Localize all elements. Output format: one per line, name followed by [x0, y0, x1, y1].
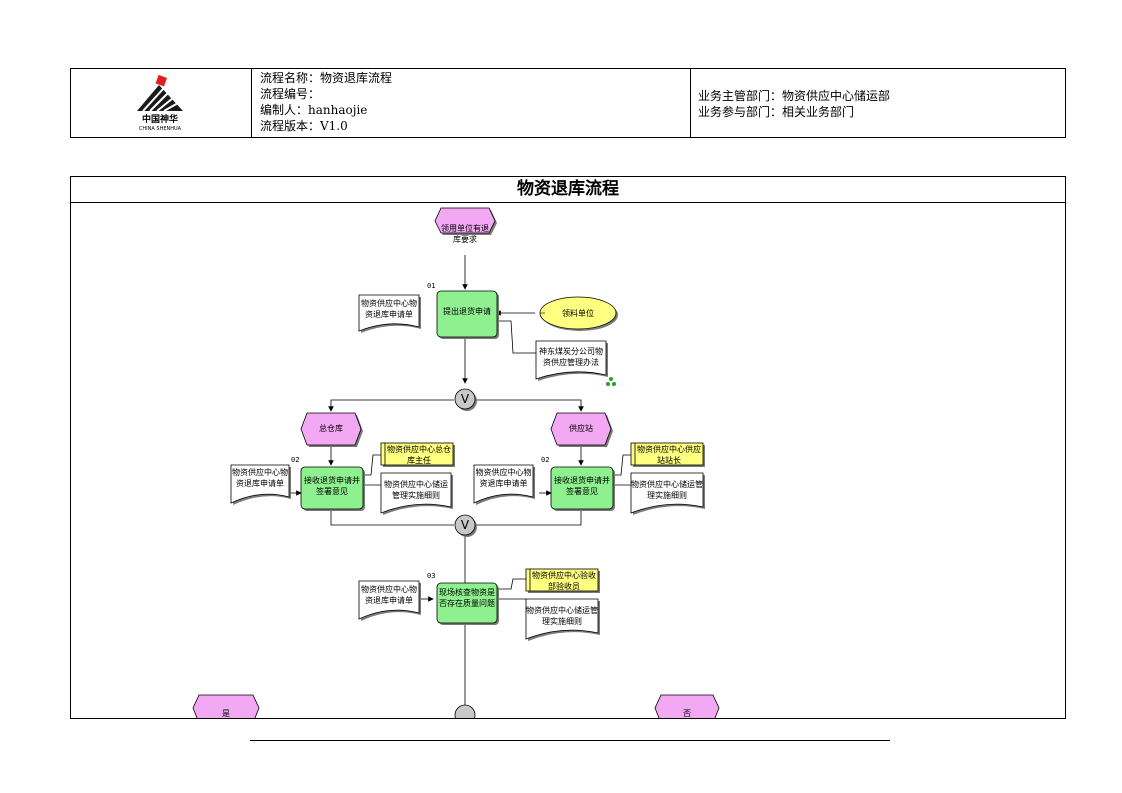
step02-right-role-shape: [630, 442, 704, 466]
header-table: 中国神华 CHINA SHENHUA 流程名称：物资退库流程 流程编号： 编制人…: [70, 68, 1066, 138]
step03-role-label: 物资供应中心验收部验收员: [532, 571, 596, 591]
step02-right-shape: [550, 466, 614, 510]
step01-label: 提出退货申请: [443, 307, 491, 316]
step03-label: 现场核查物资是否存在质量问题: [439, 588, 495, 608]
outcome-right-shape: [654, 694, 720, 718]
step03-rule-label: 物资供应中心储运管理实施细则: [526, 606, 598, 626]
process-version: 流程版本：V1.0: [260, 119, 348, 133]
connector-or-2: [454, 514, 476, 536]
outcome-left-shape: [192, 694, 260, 718]
branch-right-label: 供应站: [569, 424, 593, 433]
step01-doc-shape: [358, 294, 420, 332]
connector-or-3: [454, 704, 476, 718]
link-icon: [606, 377, 616, 386]
step01-shape: [436, 290, 498, 338]
step02-right-doc-label: 物资供应中心物资退库申请单: [475, 468, 532, 488]
step01-number: 01: [427, 282, 436, 290]
step02-left-role-label: 物资供应中心总仓库主任: [387, 445, 451, 465]
process-author: 编制人：hanhaojie: [260, 103, 368, 117]
process-code: 流程编号：: [260, 87, 321, 101]
step02-left-shape: [300, 466, 364, 510]
step02-right-role-label: 物资供应中心供应站站长: [637, 445, 701, 465]
step02-left-rule-shape: [380, 472, 452, 514]
shenhua-logo: 中国神华 CHINA SHENHUA: [137, 74, 183, 132]
step02-right-rule-label: 物资供应中心储运管理实施细则: [631, 480, 703, 500]
connector-or-1-symbol: V: [461, 392, 470, 406]
flowchart-frame: 物资退库流程: [70, 176, 1066, 719]
diagram-title: 物资退库流程: [71, 177, 1065, 203]
start-event-label: 领用单位有退库要求: [441, 224, 489, 244]
step02-left-label: 接收退货申请并签署意见: [304, 476, 360, 496]
step03-shape: [436, 582, 498, 624]
process-info-cell: 流程名称：物资退库流程 流程编号： 编制人：hanhaojie 流程版本：V1.…: [252, 69, 691, 137]
participant-department: 业务参与部门：相关业务部门: [698, 105, 855, 119]
outcome-right-label: 否: [683, 709, 691, 718]
flowchart-svg: V V: [192, 207, 720, 718]
step02-left-doc-label: 物资供应中心物资退库申请单: [232, 468, 288, 488]
department-cell: 业务主管部门：物资供应中心储运部 业务参与部门：相关业务部门: [691, 69, 1066, 137]
step01-rule-label: 神东煤炭分公司物资供应管理办法: [539, 347, 603, 367]
connector-or-2-symbol: V: [461, 518, 470, 532]
step02-right-label: 接收退货申请并签署意见: [554, 476, 610, 496]
connector-or-1: [454, 388, 476, 410]
step03-doc-label: 物资供应中心物资退库申请单: [361, 585, 417, 605]
outcome-left-label: 是: [222, 709, 230, 718]
step03-rule-shape: [525, 598, 599, 640]
step02-right-doc-shape: [473, 464, 534, 504]
step02-left-number: 02: [291, 456, 300, 464]
branch-left-shape: [300, 412, 362, 446]
step02-left-doc-shape: [230, 464, 290, 504]
step02-right-number: 02: [541, 456, 550, 464]
step03-number: 03: [427, 572, 436, 580]
footer-rule: [250, 740, 890, 741]
step03-role-shape: [525, 568, 599, 592]
branch-right-shape: [550, 412, 612, 446]
logo-cell: 中国神华 CHINA SHENHUA: [71, 69, 252, 137]
process-name: 流程名称：物资退库流程: [260, 71, 393, 85]
flowchart-canvas: V V 领用单位有退库要求 01 提出退货申请 物资供应中心物资退库申请单 领料…: [71, 203, 1065, 718]
step02-left-role-shape: [380, 442, 454, 466]
start-event-shape: [434, 207, 496, 234]
step03-doc-shape: [358, 580, 420, 620]
logo-text: 中国神华: [142, 113, 178, 125]
step01-rule-shape: [535, 340, 607, 380]
step02-left-rule-label: 物资供应中心储运管理实施细则: [384, 480, 448, 500]
lead-department: 业务主管部门：物资供应中心储运部: [698, 89, 891, 103]
branch-left-label: 总仓库: [319, 424, 343, 433]
logo-subtext: CHINA SHENHUA: [139, 126, 182, 132]
step01-doc-label: 物资供应中心物资退库申请单: [361, 299, 417, 319]
step02-right-rule-shape: [630, 472, 704, 514]
step01-role-label: 领料单位: [562, 309, 594, 318]
